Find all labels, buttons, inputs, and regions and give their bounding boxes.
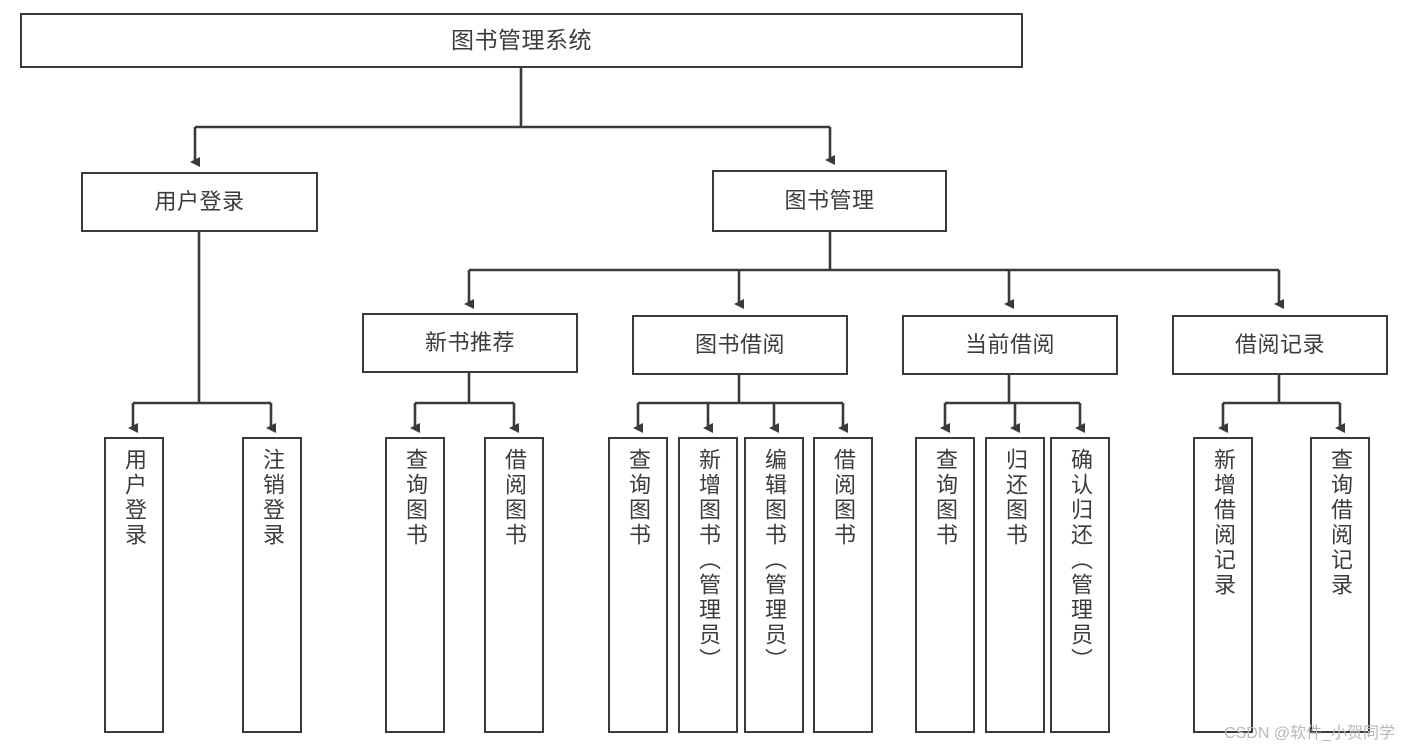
leaf-borrow-book-1[interactable]: 借阅图书 xyxy=(484,437,544,733)
node-new-book-recommend[interactable]: 新书推荐 xyxy=(362,313,578,373)
leaf-return-book-label: 归还图书 xyxy=(1002,448,1028,548)
node-borrow-records-label: 借阅记录 xyxy=(1234,331,1325,357)
leaf-user-logout-label: 注销登录 xyxy=(259,448,285,548)
leaf-user-login-label: 用户登录 xyxy=(121,448,147,548)
leaf-query-borrow-record-label: 查询借阅记录 xyxy=(1327,448,1353,598)
node-root-label: 图书管理系统 xyxy=(451,26,592,53)
leaf-query-book-1-label: 查询图书 xyxy=(402,448,428,548)
watermark-text: CSDN @软件_小贺同学 xyxy=(1224,725,1395,742)
leaf-query-book-2-label: 查询图书 xyxy=(625,448,651,548)
node-new-book-recommend-label: 新书推荐 xyxy=(424,329,515,355)
node-current-borrow-label: 当前借阅 xyxy=(964,331,1055,357)
leaf-confirm-return-admin[interactable]: 确认归还（管理员） xyxy=(1050,437,1110,733)
node-book-management-label: 图书管理 xyxy=(784,187,875,213)
node-book-management[interactable]: 图书管理 xyxy=(712,170,947,232)
leaf-user-login[interactable]: 用户登录 xyxy=(104,437,164,733)
leaf-user-logout[interactable]: 注销登录 xyxy=(242,437,302,733)
node-book-borrow-label: 图书借阅 xyxy=(694,331,785,357)
leaf-confirm-return-admin-label: 确认归还（管理员） xyxy=(1067,448,1093,673)
leaf-query-book-3-label: 查询图书 xyxy=(932,448,958,548)
leaf-return-book[interactable]: 归还图书 xyxy=(985,437,1045,733)
leaf-borrow-book-2-label: 借阅图书 xyxy=(830,448,856,548)
node-root[interactable]: 图书管理系统 xyxy=(20,13,1023,68)
node-user-login-label: 用户登录 xyxy=(154,188,245,214)
leaf-add-book-admin[interactable]: 新增图书（管理员） xyxy=(678,437,738,733)
leaf-edit-book-admin[interactable]: 编辑图书（管理员） xyxy=(744,437,804,733)
leaf-query-book-1[interactable]: 查询图书 xyxy=(385,437,445,733)
node-book-borrow[interactable]: 图书借阅 xyxy=(632,315,848,375)
leaf-query-book-3[interactable]: 查询图书 xyxy=(915,437,975,733)
leaf-add-borrow-record-label: 新增借阅记录 xyxy=(1210,448,1236,598)
leaf-add-borrow-record[interactable]: 新增借阅记录 xyxy=(1193,437,1253,733)
leaf-add-book-admin-label: 新增图书（管理员） xyxy=(695,448,721,673)
leaf-query-borrow-record[interactable]: 查询借阅记录 xyxy=(1310,437,1370,733)
leaf-borrow-book-2[interactable]: 借阅图书 xyxy=(813,437,873,733)
node-user-login[interactable]: 用户登录 xyxy=(81,172,318,232)
node-current-borrow[interactable]: 当前借阅 xyxy=(902,315,1118,375)
leaf-borrow-book-1-label: 借阅图书 xyxy=(501,448,527,548)
node-borrow-records[interactable]: 借阅记录 xyxy=(1172,315,1388,375)
leaf-query-book-2[interactable]: 查询图书 xyxy=(608,437,668,733)
leaf-edit-book-admin-label: 编辑图书（管理员） xyxy=(761,448,787,673)
